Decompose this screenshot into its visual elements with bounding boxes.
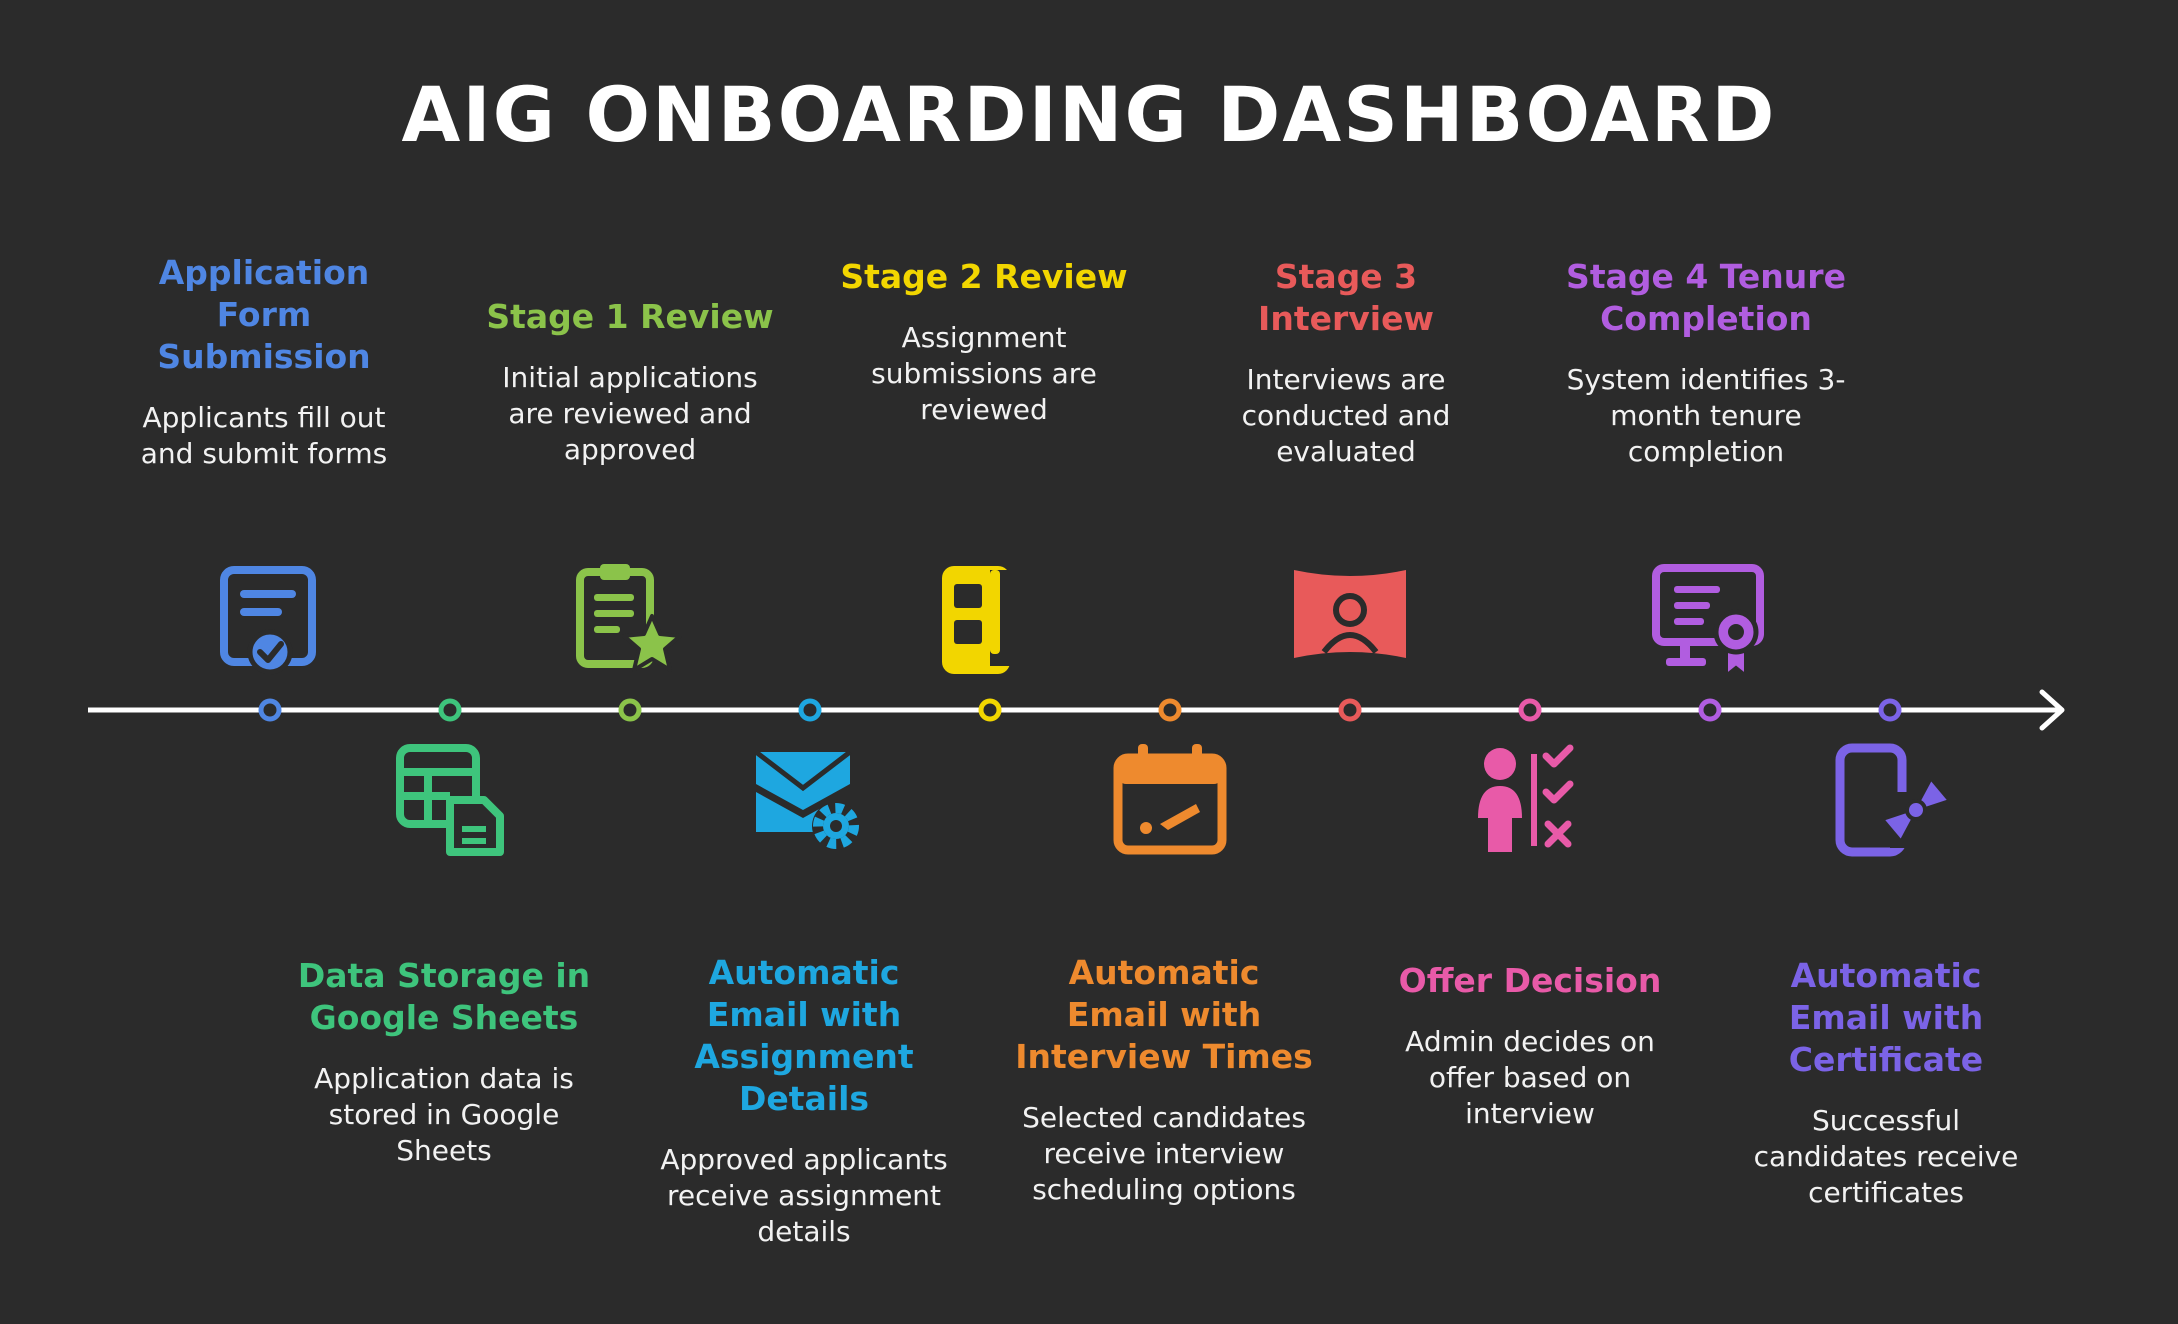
stage-description: Interviews are conducted and evaluated xyxy=(1241,363,1451,468)
stage-heading: Data Storage in Google Sheets xyxy=(297,956,591,1037)
stage-3-interview: Stage 3 Interview Interviews are conduct… xyxy=(1196,256,1496,470)
stage-certificate-email: Automatic Email with Certificate Success… xyxy=(1736,955,2036,1211)
timeline-marker xyxy=(1698,698,1722,722)
video-interview-icon xyxy=(1290,560,1410,680)
email-gear-icon xyxy=(750,740,870,860)
timeline-marker xyxy=(1878,698,1902,722)
stage-description: Initial applications are reviewed and ap… xyxy=(502,361,758,466)
stage-description: Selected candidates receive interview sc… xyxy=(1022,1101,1306,1206)
stage-heading: Stage 1 Review xyxy=(486,297,774,336)
stage-heading: Application Form Submission xyxy=(157,253,371,376)
stage-4-tenure: Stage 4 Tenure Completion System identif… xyxy=(1556,256,1856,470)
form-check-icon xyxy=(210,560,330,680)
stage-heading: Stage 3 Interview xyxy=(1258,257,1434,338)
page-title: AIG ONBOARDING DASHBOARD xyxy=(401,70,1777,159)
stage-description: Applicants fill out and submit forms xyxy=(140,401,388,470)
clipboard-star-icon xyxy=(570,560,690,680)
stage-heading: Stage 4 Tenure Completion xyxy=(1566,257,1846,338)
stage-heading: Automatic Email with Assignment Details xyxy=(694,953,914,1118)
stage-2-review: Stage 2 Review Assignment submissions ar… xyxy=(834,256,1134,428)
stage-description: Approved applicants receive assignment d… xyxy=(660,1143,948,1248)
stage-data-storage: Data Storage in Google Sheets Applicatio… xyxy=(294,955,594,1169)
person-checklist-icon xyxy=(1470,740,1590,860)
stage-offer-decision: Offer Decision Admin decides on offer ba… xyxy=(1380,960,1680,1132)
stage-heading: Offer Decision xyxy=(1398,961,1662,1000)
timeline-marker xyxy=(978,698,1002,722)
calendar-icon xyxy=(1110,740,1230,860)
stage-heading: Automatic Email with Certificate xyxy=(1788,956,1984,1079)
timeline-marker xyxy=(438,698,462,722)
stage-description: Application data is stored in Google She… xyxy=(314,1062,574,1167)
phone-checklist-icon xyxy=(930,560,1050,680)
spreadsheet-document-icon xyxy=(390,740,510,860)
stage-description: Admin decides on offer based on intervie… xyxy=(1405,1025,1655,1130)
stage-description: Successful candidates receive certificat… xyxy=(1753,1104,2019,1209)
timeline-marker xyxy=(1158,698,1182,722)
monitor-certificate-icon xyxy=(1650,560,1770,680)
timeline-arrowhead xyxy=(2039,689,2065,731)
stage-heading: Automatic Email with Interview Times xyxy=(1015,953,1313,1076)
stage-description: System identifies 3-month tenure complet… xyxy=(1566,363,1846,468)
stage-1-review: Stage 1 Review Initial applications are … xyxy=(480,296,780,468)
timeline-marker xyxy=(1338,698,1362,722)
timeline-marker xyxy=(618,698,642,722)
timeline-marker xyxy=(798,698,822,722)
timeline-marker xyxy=(1518,698,1542,722)
stage-interview-email: Automatic Email with Interview Times Sel… xyxy=(1014,952,1314,1208)
stage-assignment-email: Automatic Email with Assignment Details … xyxy=(654,952,954,1250)
phone-ribbon-icon xyxy=(1830,740,1950,860)
stage-heading: Stage 2 Review xyxy=(840,257,1128,296)
stage-application-form: Application Form Submission Applicants f… xyxy=(114,252,414,472)
timeline-marker xyxy=(258,698,282,722)
stage-description: Assignment submissions are reviewed xyxy=(871,321,1097,426)
